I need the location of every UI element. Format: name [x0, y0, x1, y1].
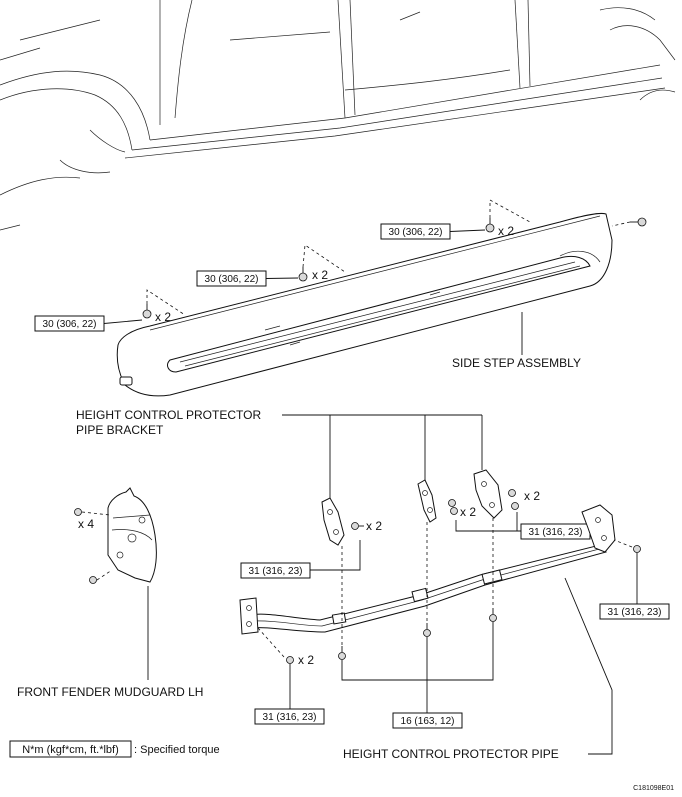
side-step-assembly — [116, 212, 613, 397]
qty-bracket-left: x 2 — [366, 519, 382, 533]
torque-box-pipe-front: 31 (316, 23) — [254, 664, 325, 725]
pipe-bolts — [286, 545, 641, 664]
legend-unit-box: N*m (kgf*cm, ft.*lbf) — [22, 744, 119, 756]
torque-box-pipe-rear: 31 (316, 23) — [599, 553, 670, 620]
svg-text:31 (316, 23): 31 (316, 23) — [263, 712, 317, 723]
torque-box-step-a: 30 (306, 22) — [380, 223, 486, 240]
protector-pipe-label: HEIGHT CONTROL PROTECTOR PIPE — [343, 747, 559, 761]
svg-text:30 (306, 22): 30 (306, 22) — [389, 227, 443, 238]
side-step-bolt-a — [485, 218, 495, 233]
torque-box-step-c: 30 (306, 22) — [34, 315, 143, 332]
qty-mudguard: x 4 — [78, 517, 94, 531]
bracket-label-line1: HEIGHT CONTROL PROTECTOR — [76, 408, 261, 422]
qty-step-b: x 2 — [312, 268, 328, 282]
pipe-leader — [564, 577, 613, 755]
pipe-bracket-left — [321, 497, 345, 546]
torque-box-bracket-left: 31 (316, 23) — [240, 540, 361, 579]
qty-pipe-front: x 2 — [298, 653, 314, 667]
svg-text:31 (316, 23): 31 (316, 23) — [608, 607, 662, 618]
front-fender-mudguard — [74, 487, 157, 584]
step-bolt-guide-lines — [146, 199, 631, 316]
side-step-bolt-b — [298, 267, 308, 282]
bracket-bolts — [351, 489, 519, 530]
side-step-label: SIDE STEP ASSEMBLY — [452, 356, 581, 370]
qty-bracket-right: x 2 — [524, 489, 540, 503]
qty-bracket-mid: x 2 — [460, 505, 476, 519]
torque-box-bracket-right: 31 (316, 23) — [455, 512, 591, 540]
legend-text: : Specified torque — [134, 744, 220, 756]
qty-step-c: x 2 — [155, 310, 171, 324]
svg-text:31 (316, 23): 31 (316, 23) — [529, 527, 583, 538]
pipe-bracket-right — [473, 469, 503, 519]
figure-code: C181098E01 — [633, 785, 674, 792]
svg-text:31 (316, 23): 31 (316, 23) — [249, 566, 303, 577]
side-step-bolt-c — [142, 304, 152, 319]
pipe-bracket-middle — [417, 479, 437, 523]
vehicle-body-outline — [0, 0, 676, 231]
torque-box-pipe-bolts: 16 (163, 12) — [341, 622, 494, 729]
height-control-protector-pipe — [239, 504, 616, 635]
qty-step-a: x 2 — [498, 224, 514, 238]
svg-text:30 (306, 22): 30 (306, 22) — [43, 319, 97, 330]
bracket-label-line2: PIPE BRACKET — [76, 423, 164, 437]
torque-box-step-b: 30 (306, 22) — [196, 270, 299, 287]
front-fender-label: FRONT FENDER MUDGUARD LH — [17, 685, 203, 699]
pipe-guide-lines — [257, 518, 633, 658]
side-step-end-bolt — [630, 217, 647, 227]
torque-legend: N*m (kgf*cm, ft.*lbf) : Specified torque — [9, 740, 220, 758]
bracket-leader-lines — [282, 414, 483, 498]
svg-text:30 (306, 22): 30 (306, 22) — [205, 274, 259, 285]
svg-text:16 (163, 12): 16 (163, 12) — [401, 716, 455, 727]
